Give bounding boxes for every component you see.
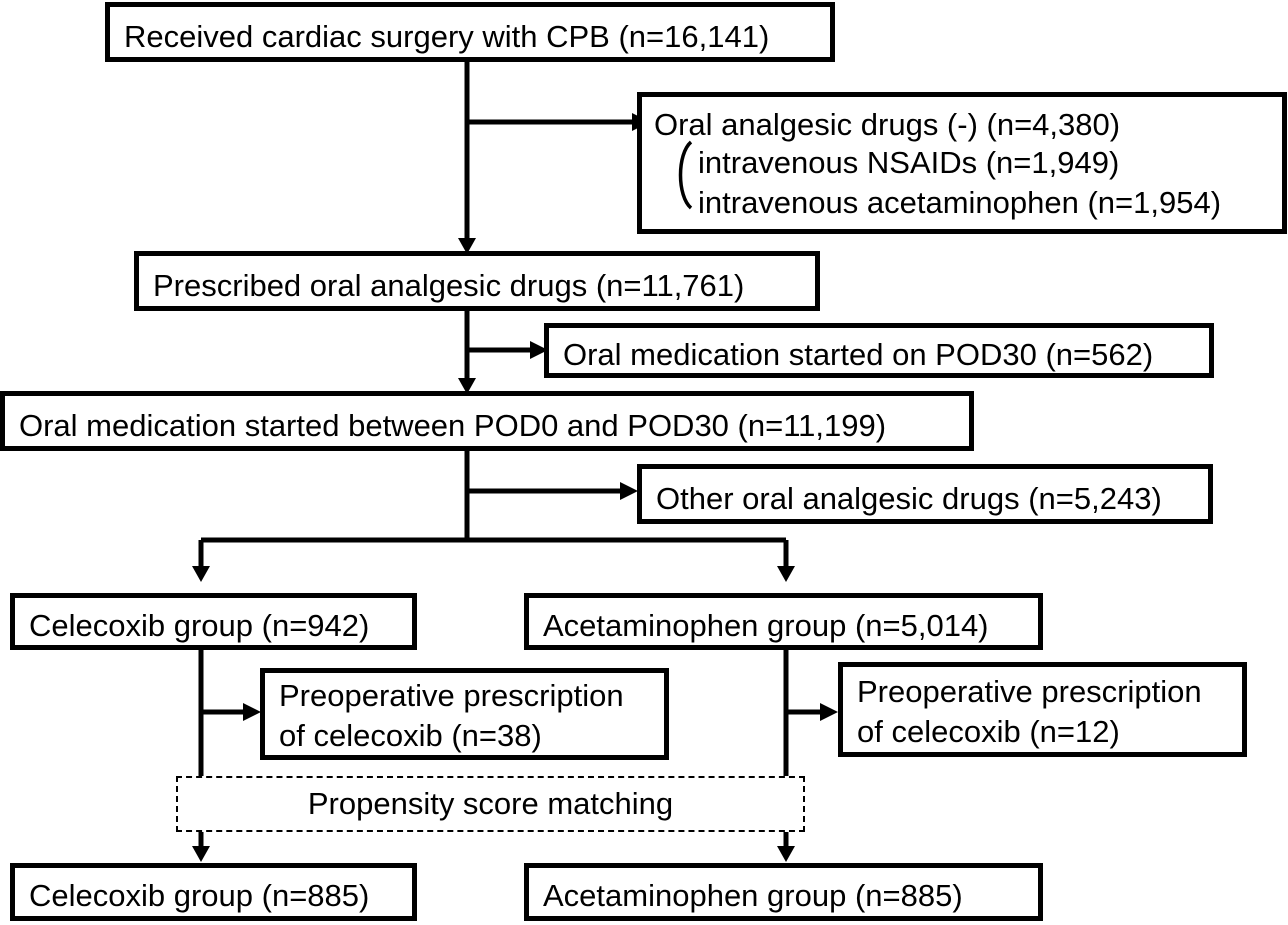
other-box: Other oral analgesic drugs (n=5,243) bbox=[637, 464, 1213, 524]
preop-right-line1: Preoperative prescription bbox=[857, 674, 1202, 709]
acetaminophen-matched-label: Acetaminophen group (n=885) bbox=[543, 878, 963, 913]
oral-none-box: Oral analgesic drugs (-) (n=4,380) intra… bbox=[637, 92, 1287, 234]
arrowhead-celecoxib bbox=[192, 566, 210, 582]
propensity-matching-label: Propensity score matching bbox=[307, 786, 674, 821]
propensity-matching-box: Propensity score matching bbox=[176, 776, 805, 832]
pod30-box: Oral medication started on POD30 (n=562) bbox=[544, 323, 1214, 378]
left-parenthesis-brace bbox=[678, 140, 693, 210]
pod30-label: Oral medication started on POD30 (n=562) bbox=[563, 337, 1154, 372]
acetaminophen-label: Acetaminophen group (n=5,014) bbox=[543, 608, 989, 643]
arrowhead-acetaminophen-matched bbox=[777, 846, 795, 862]
arrowhead-other bbox=[620, 482, 638, 500]
pod0-30-label: Oral medication started between POD0 and… bbox=[19, 408, 887, 443]
arrowhead-preop-left bbox=[243, 703, 261, 721]
preop-left-line2: of celecoxib (n=38) bbox=[279, 718, 542, 753]
arrowhead-pod0-30 bbox=[458, 378, 476, 394]
prescribed-box: Prescribed oral analgesic drugs (n=11,76… bbox=[134, 251, 820, 311]
oral-none-sub2: intravenous acetaminophen (n=1,954) bbox=[698, 185, 1222, 220]
other-label: Other oral analgesic drugs (n=5,243) bbox=[656, 481, 1162, 516]
acetaminophen-matched-box: Acetaminophen group (n=885) bbox=[524, 863, 1043, 921]
oral-none-title: Oral analgesic drugs (-) (n=4,380) bbox=[654, 107, 1121, 142]
preop-right-box: Preoperative prescription of celecoxib (… bbox=[838, 662, 1247, 757]
arrowhead-pod30 bbox=[530, 341, 548, 359]
prescribed-label: Prescribed oral analgesic drugs (n=11,76… bbox=[153, 268, 745, 303]
arrowhead-acetaminophen bbox=[777, 566, 795, 582]
preop-right-line2: of celecoxib (n=12) bbox=[857, 714, 1120, 749]
celecoxib-label: Celecoxib group (n=942) bbox=[29, 608, 370, 643]
preop-left-line1: Preoperative prescription bbox=[279, 678, 624, 713]
arrowhead-celecoxib-matched bbox=[192, 846, 210, 862]
preop-left-box: Preoperative prescription of celecoxib (… bbox=[260, 668, 669, 760]
cpb-box: Received cardiac surgery with CPB (n=16,… bbox=[105, 2, 835, 62]
pod0-30-box: Oral medication started between POD0 and… bbox=[0, 391, 974, 451]
arrowhead-prescribed bbox=[458, 238, 476, 254]
oral-none-sub1: intravenous NSAIDs (n=1,949) bbox=[698, 145, 1120, 180]
celecoxib-matched-label: Celecoxib group (n=885) bbox=[29, 878, 370, 913]
celecoxib-matched-box: Celecoxib group (n=885) bbox=[10, 863, 417, 921]
cpb-label: Received cardiac surgery with CPB (n=16,… bbox=[124, 19, 770, 54]
acetaminophen-box: Acetaminophen group (n=5,014) bbox=[524, 593, 1043, 650]
arrowhead-preop-right bbox=[820, 703, 838, 721]
celecoxib-box: Celecoxib group (n=942) bbox=[10, 593, 417, 650]
